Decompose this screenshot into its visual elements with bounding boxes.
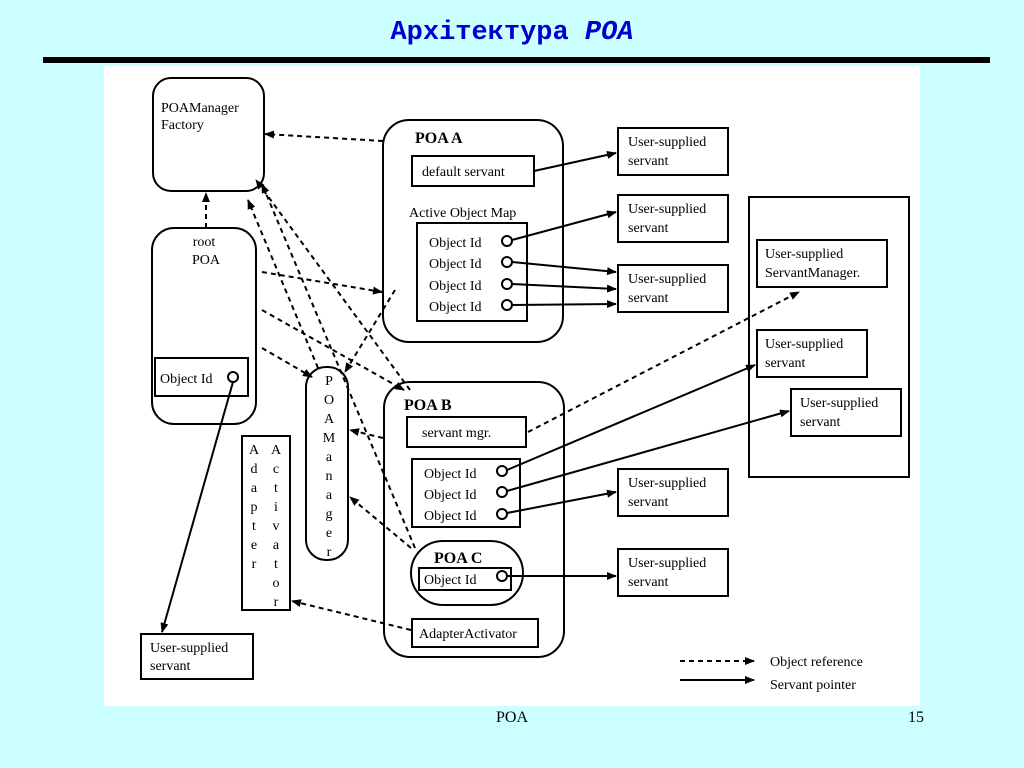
servant-manager-box: User-supplied ServantManager. <box>756 239 888 288</box>
poa-c-port <box>496 570 508 582</box>
poa-a-port-2 <box>501 256 513 268</box>
poa-b-port-3 <box>496 508 508 520</box>
ref-poamanager-to-factory-1 <box>247 199 319 369</box>
root-object-id-port <box>227 371 239 383</box>
poa-b-object-id-1: Object Id <box>424 467 476 482</box>
svg-text:servant: servant <box>628 575 669 590</box>
active-object-map-label: Active Object Map <box>409 206 516 221</box>
poamanager-factory-box <box>152 77 265 192</box>
root-object-id-label: Object Id <box>160 372 212 387</box>
poa-c-object-id-box <box>418 567 512 591</box>
adapter-activator-label: AdapterActivator <box>419 627 517 642</box>
poa-b-object-id-3: Object Id <box>424 509 476 524</box>
svg-text:servant: servant <box>150 659 191 674</box>
default-servant-label: default servant <box>422 165 505 180</box>
poa-b-title: POA B <box>404 397 452 414</box>
adapter-activator-box <box>411 618 539 648</box>
ref-poa-c-to-factory <box>261 183 416 549</box>
servant-box-root: User-supplied servant <box>140 633 254 680</box>
ref-poa-b-to-factory <box>255 179 411 391</box>
svg-text:servant: servant <box>628 495 669 510</box>
svg-text:servant: servant <box>800 415 841 430</box>
poa-b-object-id-2: Object Id <box>424 488 476 503</box>
servant-mgr-label: servant mgr. <box>422 426 491 441</box>
poa-a-object-id-3: Object Id <box>429 279 481 294</box>
ref-root-to-poamanager-2 <box>261 347 313 378</box>
legend-servant-pointer: Servant pointer <box>770 678 856 693</box>
servant-pointer-arrows <box>160 151 790 633</box>
poamanager-vertical-box <box>305 366 349 561</box>
adapter-activator-vertical-box <box>241 435 291 611</box>
ref-adapter-activator <box>291 599 412 631</box>
poa-a-object-id-1: Object Id <box>429 236 481 251</box>
servant-box-4: User-supplied servant <box>756 329 868 378</box>
page-number: 15 <box>908 709 924 726</box>
svg-text:User-supplied: User-supplied <box>765 337 843 352</box>
arrow-poa-b-oid2 <box>506 409 790 492</box>
root-poa-label-1: root <box>193 235 216 250</box>
slide-title: Архітектура POA <box>0 18 1024 48</box>
arrow-poa-a-oid1 <box>511 210 617 241</box>
arrow-poa-a-oid4 <box>511 300 617 309</box>
ref-root-to-poamanager <box>261 309 405 391</box>
poa-a-port-1 <box>501 235 513 247</box>
arrow-poa-b-oid3 <box>506 489 617 514</box>
ref-servant-mgr-to-manager <box>527 291 800 433</box>
title-divider <box>43 57 990 63</box>
poa-a-port-3 <box>501 278 513 290</box>
servant-box-1: User-supplied servant <box>617 127 729 176</box>
ref-poa-c-to-poamanager <box>349 496 412 549</box>
servant-box-5: User-supplied servant <box>790 388 902 437</box>
poamanager-factory-label-2: Factory <box>161 118 204 133</box>
poa-a-object-id-4: Object Id <box>429 300 481 315</box>
poa-b-port-1 <box>496 465 508 477</box>
poa-a-object-id-2: Object Id <box>429 257 481 272</box>
svg-text:User-supplied: User-supplied <box>150 641 228 656</box>
ref-poa-a-to-poamanager <box>344 289 396 373</box>
footer-label: POA <box>495 709 528 726</box>
arrow-poa-a-oid3 <box>511 283 617 293</box>
svg-text:servant: servant <box>765 356 806 371</box>
poamanager-factory-label-1: POAManager <box>161 101 239 116</box>
servant-box-6: User-supplied servant <box>617 468 729 517</box>
svg-text:User-supplied: User-supplied <box>765 247 843 262</box>
svg-text:User-supplied: User-supplied <box>628 556 706 571</box>
svg-text:servant: servant <box>628 154 669 169</box>
servant-box-7: User-supplied servant <box>617 548 729 597</box>
ref-poa-a-to-factory <box>264 130 384 142</box>
svg-text:User-supplied: User-supplied <box>800 396 878 411</box>
ref-poa-b-to-poamanager <box>349 428 384 439</box>
svg-text:User-supplied: User-supplied <box>628 202 706 217</box>
legend-object-reference: Object reference <box>770 655 863 670</box>
poa-a-title: POA A <box>415 130 463 147</box>
title-main-text: Архітектура <box>390 18 585 48</box>
svg-text:servant: servant <box>628 291 669 306</box>
title-italic-text: POA <box>584 18 634 48</box>
svg-text:ServantManager.: ServantManager. <box>765 266 860 281</box>
object-reference-arrows <box>202 130 800 631</box>
arrow-root-oid <box>160 381 234 633</box>
servant-mgr-box <box>406 416 527 448</box>
root-poa-label-2: POA <box>192 253 221 268</box>
svg-text:User-supplied: User-supplied <box>628 272 706 287</box>
arrow-poa-b-oid1 <box>506 364 756 471</box>
svg-text:User-supplied: User-supplied <box>628 135 706 150</box>
ref-root-to-poa-a <box>261 271 383 295</box>
servant-box-3: User-supplied servant <box>617 264 729 313</box>
poa-a-port-4 <box>501 299 513 311</box>
poa-b-port-2 <box>496 486 508 498</box>
servant-box-2: User-supplied servant <box>617 194 729 243</box>
arrow-poa-a-oid2 <box>511 261 617 276</box>
arrow-default-servant <box>533 151 617 172</box>
svg-text:User-supplied: User-supplied <box>628 476 706 491</box>
poa-c-object-id: Object Id <box>424 573 476 588</box>
poa-c-title: POA C <box>434 550 482 567</box>
svg-text:servant: servant <box>628 221 669 236</box>
